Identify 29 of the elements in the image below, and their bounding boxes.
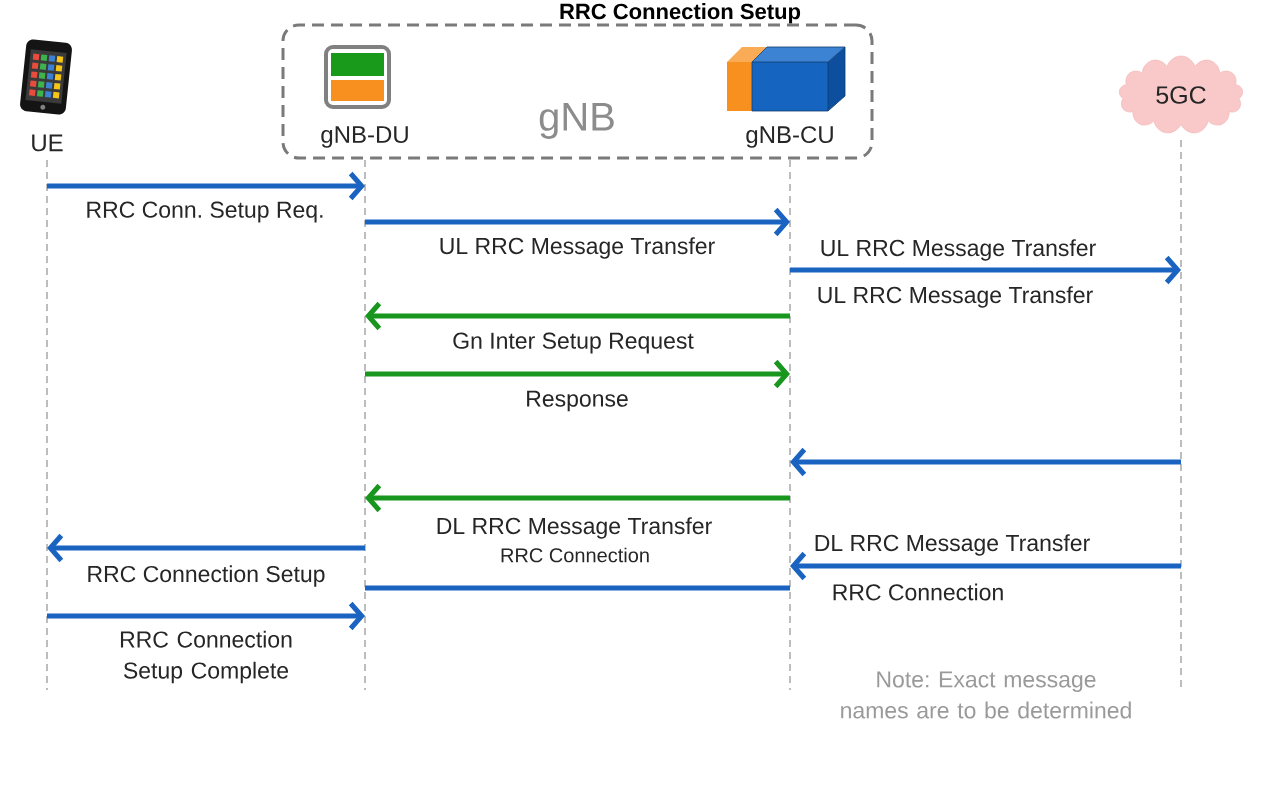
message-label: DL RRC Message Transfer — [815, 534, 1090, 556]
message-arrow — [47, 601, 365, 631]
note-text: Note: Exact message names are to be determined — [841, 671, 1131, 719]
message-label: DL RRC Message Transfer — [437, 517, 712, 539]
entity-label: gNB-DU — [321, 126, 408, 148]
message-arrow — [790, 255, 1181, 285]
entity-label: gNB-CU — [746, 126, 833, 148]
message-label: RRC Connection Setup Complete — [120, 630, 292, 684]
message-line — [365, 585, 790, 591]
message-arrow — [365, 301, 790, 331]
cloud: 5GC — [1119, 55, 1244, 134]
message-label: Gn Inter Setup Request — [453, 332, 694, 354]
message-arrow — [47, 171, 365, 201]
message-label: RRC Connection — [833, 583, 1003, 601]
message-label: UL RRC Message Transfer — [440, 237, 715, 259]
entity-label: UE — [32, 134, 63, 152]
message-label: RRC Connection Setup — [88, 565, 325, 587]
message-label: UL RRC Message Transfer — [818, 286, 1093, 308]
message-arrow — [790, 551, 1181, 581]
message-arrow — [365, 483, 790, 513]
message-arrow — [47, 533, 365, 563]
message-label: RRC Conn. Setup Req. — [87, 201, 323, 223]
message-label: RRC Connection — [501, 547, 649, 563]
message-arrow — [365, 207, 790, 237]
title: RRC Connection Setup — [560, 3, 801, 24]
message-label: UL RRC Message Transfer — [821, 239, 1096, 261]
message-label: Response — [527, 390, 628, 412]
message-arrow — [365, 359, 790, 389]
message-arrow — [790, 447, 1181, 477]
